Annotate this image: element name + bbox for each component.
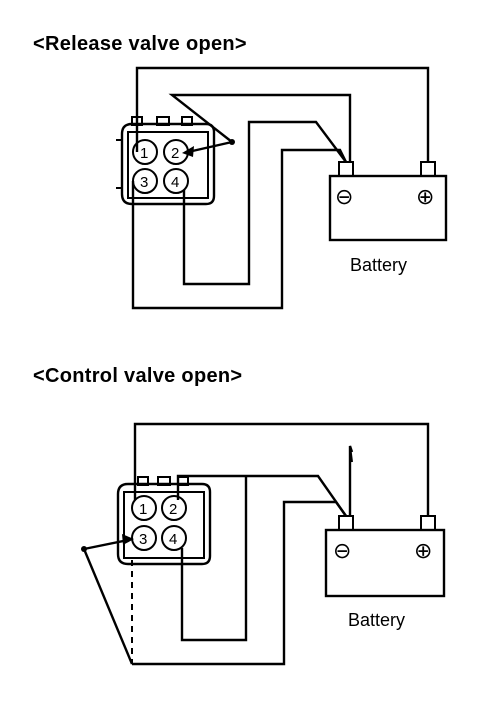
wires-2 xyxy=(81,422,430,666)
wire-switch-to-negative xyxy=(132,500,347,666)
battery-2: ⊖ ⊕ Battery xyxy=(324,515,446,630)
switch-arrow-line xyxy=(187,140,233,154)
wire-pin1-to-positive xyxy=(133,422,430,516)
wire-riser-dash xyxy=(349,445,353,516)
wire-pin1-to-positive xyxy=(135,66,430,162)
pin-1-terminal xyxy=(131,495,157,521)
connector-inner-frame xyxy=(127,131,209,199)
switch-arrow-head xyxy=(122,534,134,545)
wires-1 xyxy=(131,66,430,310)
connector-1: 1 2 3 4 xyxy=(116,116,216,206)
switch-lever xyxy=(82,548,134,665)
release-valve-diagram: <Release valve open> 1 2 3 4 xyxy=(33,33,448,310)
negative-icon: ⊖ xyxy=(335,184,353,209)
negative-icon: ⊖ xyxy=(333,538,351,563)
pin-2-terminal xyxy=(161,495,187,521)
pin-4-label: 4 xyxy=(171,174,179,191)
battery-label: Battery xyxy=(350,255,407,275)
positive-icon: ⊕ xyxy=(416,184,434,209)
connector-latch-center xyxy=(156,116,170,126)
battery-negative-terminal xyxy=(338,515,354,531)
control-valve-diagram: <Control valve open> 1 2 3 4 xyxy=(33,365,446,666)
battery-negative-terminal xyxy=(338,161,354,177)
pin-4-terminal xyxy=(163,168,189,194)
pin-4-terminal xyxy=(161,525,187,551)
wire-pin2-switch xyxy=(168,93,352,162)
pin-4-label: 4 xyxy=(169,531,177,548)
positive-icon: ⊕ xyxy=(414,538,432,563)
switch-arrow-head xyxy=(182,146,194,157)
battery-body xyxy=(328,174,448,242)
connector-side-tabs xyxy=(116,139,122,189)
pin-3-label: 3 xyxy=(140,174,148,191)
connector-latch-left xyxy=(137,476,149,486)
control-valve-title: <Control valve open> xyxy=(33,365,242,387)
connector-latch-center xyxy=(157,476,171,486)
pin-2-label: 2 xyxy=(171,145,179,162)
pin-1-terminal xyxy=(132,139,158,165)
pin-1-label: 1 xyxy=(139,501,147,518)
pin-3-terminal xyxy=(131,525,157,551)
pin-2-label: 2 xyxy=(169,501,177,518)
connector-latch-right xyxy=(181,116,193,126)
connector-2: 1 2 3 4 xyxy=(116,476,212,566)
battery-positive-terminal xyxy=(420,161,436,177)
connector-housing xyxy=(116,482,212,566)
wire-pin3-to-negative xyxy=(131,148,348,310)
pin-1-label: 1 xyxy=(140,145,148,162)
release-valve-title: <Release valve open> xyxy=(33,33,247,55)
battery-body xyxy=(324,528,446,598)
battery-positive-terminal xyxy=(420,515,436,531)
battery-label: Battery xyxy=(348,610,405,630)
wire-pin2-to-negative xyxy=(176,474,347,517)
pin-3-label: 3 xyxy=(139,531,147,548)
wire-pin4-to-negative xyxy=(182,120,347,286)
switch-arrow-line xyxy=(83,538,129,551)
battery-1: ⊖ ⊕ Battery xyxy=(328,161,448,275)
wire-pin4-to-negative xyxy=(180,476,248,642)
